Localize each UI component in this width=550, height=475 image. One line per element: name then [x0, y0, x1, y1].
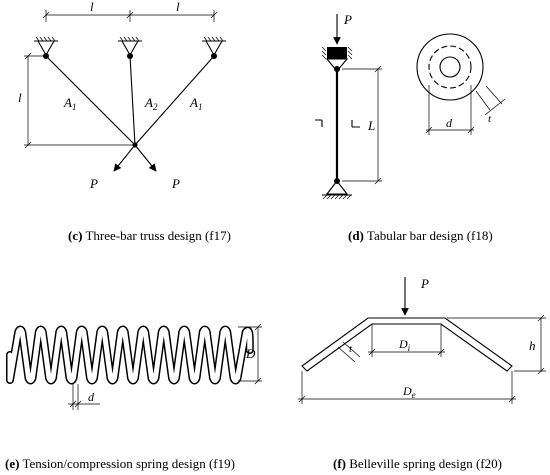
height-label: l — [18, 90, 22, 105]
load-arrow-right — [134, 144, 157, 172]
belleville-height-label: h — [529, 338, 536, 353]
length-dimension: L — [342, 65, 382, 185]
support-left — [34, 36, 58, 57]
thickness-label: t — [488, 113, 492, 125]
tube-outer-circle — [416, 33, 484, 101]
washer-profile — [301, 317, 513, 372]
coil-diameter-label: D — [245, 346, 256, 361]
spring-coil-inner — [7, 327, 253, 383]
outer-diameter-label: De — [402, 384, 416, 400]
panel-f-belleville-spring: P Di t De — [298, 276, 546, 471]
span-dimension: l l — [42, 0, 218, 22]
load-arrow-left — [113, 144, 136, 172]
load-label: P — [343, 12, 352, 27]
bar-right — [134, 55, 215, 146]
support-right — [202, 36, 226, 57]
bottom-support — [322, 178, 352, 200]
outer-diameter-dimension: De — [298, 371, 516, 404]
span-label-right: l — [176, 0, 180, 14]
caption-e: (e) Tension/compression spring design (f… — [5, 456, 235, 471]
washer-thickness-label: t — [349, 343, 353, 355]
caption-f: (f) Belleville spring design (f20) — [333, 456, 502, 471]
span-label-left: l — [90, 0, 94, 14]
coil-diameter-dimension: D — [238, 323, 262, 385]
wire-diameter-label: d — [88, 390, 95, 404]
diameter-label: d — [446, 116, 453, 130]
height-dimension: l — [18, 52, 135, 149]
height-dimension-belleville: h — [447, 314, 546, 375]
wire-diameter-dimension: d — [68, 384, 100, 410]
bar-middle — [129, 55, 136, 146]
tube-cross-section: d t — [416, 33, 506, 135]
truss-supports — [34, 36, 226, 59]
section-mark-right — [351, 120, 360, 128]
bar-left — [45, 55, 136, 146]
load-label-right: P — [171, 176, 180, 191]
panel-e-coil-spring: D d (e) Tension/compression spring desig… — [5, 323, 262, 471]
tube-mean-circle — [428, 45, 472, 89]
label-a2: A2 — [144, 95, 158, 112]
tube-inner-circle — [439, 56, 461, 78]
belleville-load-label: P — [420, 276, 429, 291]
load-label-left: P — [89, 176, 98, 191]
support-middle — [118, 36, 142, 57]
panel-c-three-bar-truss: l l — [18, 0, 231, 243]
label-a1-right: A1 — [189, 95, 202, 112]
top-fixture — [321, 46, 353, 72]
panel-d-tabular-bar: P L — [315, 12, 506, 243]
inner-diameter-dimension: Di — [368, 324, 445, 357]
label-a1-left: A1 — [63, 95, 76, 112]
caption-d: (d) Tabular bar design (f18) — [348, 228, 493, 243]
washer-thickness-dimension: t — [337, 341, 361, 363]
caption-c: (c) Three-bar truss design (f17) — [68, 228, 231, 243]
inner-diameter-label: Di — [398, 337, 411, 353]
section-mark-left — [315, 119, 323, 127]
length-label: L — [367, 118, 375, 133]
